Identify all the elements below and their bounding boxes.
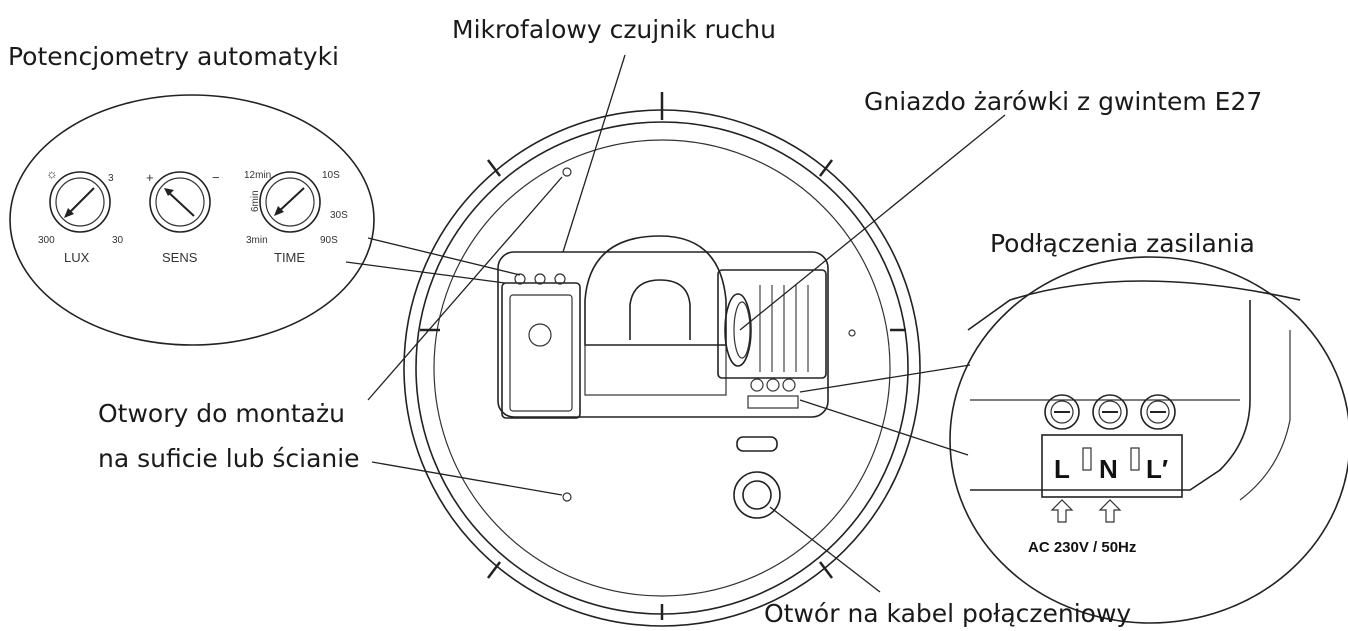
time-mid-left: 6min (250, 190, 261, 212)
lux-min: 300 (38, 235, 55, 246)
terminal-l-prime: L′ (1146, 454, 1168, 484)
sun-icon: ☼ (46, 166, 58, 181)
potentiometer-zoom: ☼ 3 300 30 LUX + − SENS 12min 10S 6min 3… (9, 94, 375, 346)
time-mid-right: 30S (330, 210, 348, 221)
sensor-dot (528, 323, 552, 347)
sens-minus: − (212, 170, 220, 185)
potentiometer-box (501, 282, 581, 419)
supply-label: AC 230V / 50Hz (1028, 539, 1136, 556)
time-label: TIME (274, 250, 305, 265)
socket-block (717, 269, 827, 379)
terminal-l: L (1054, 454, 1070, 484)
label-cable-hole: Otwór na kabel połączeniowy (764, 599, 1131, 628)
label-potentiometers: Potencjometry automatyki (8, 42, 339, 71)
leader-lines (345, 54, 1006, 593)
sens-knob: + − SENS (146, 170, 220, 265)
terminal-screws-small (747, 378, 799, 409)
terminal-block (1041, 434, 1183, 498)
sensor-arch-inner (629, 279, 691, 340)
time-top-left: 12min (244, 170, 271, 181)
outer-ring-inner (415, 121, 909, 615)
lux-label: LUX (64, 250, 90, 265)
time-knob: 12min 10S 6min 30S 3min 90S TIME (244, 170, 348, 265)
terminal-screws (1044, 394, 1176, 430)
label-power-connections: Podłączenia zasilania (990, 229, 1255, 258)
time-bottom-right: 90S (320, 235, 338, 246)
e27-thread (724, 293, 752, 367)
terminal-n: N (1099, 454, 1118, 484)
mounting-hole-bottom (562, 492, 572, 502)
zoom-ellipse-right (949, 256, 1348, 624)
zoom-ellipse-left (9, 94, 375, 346)
socket-fins (759, 285, 809, 372)
box-knobs (514, 273, 566, 285)
outer-ring (403, 109, 921, 627)
label-mounting-holes-2: na suficie lub ścianie (98, 444, 360, 473)
lux-top-right: 3 (108, 173, 114, 184)
time-bottom-left: 3min (246, 235, 268, 246)
label-mounting-holes-1: Otwory do montażu (98, 399, 345, 428)
label-microwave-sensor: Mikrofalowy czujnik ruchu (452, 15, 776, 44)
cable-clamp (736, 436, 778, 452)
cable-hole (733, 471, 781, 519)
lux-knob: ☼ 3 300 30 LUX (38, 166, 124, 265)
inner-ring (433, 139, 891, 597)
rim-ticks (420, 92, 906, 620)
housing-plate (497, 251, 829, 418)
lux-max: 30 (112, 235, 124, 246)
label-bulb-socket: Gniazdo żarówki z gwintem E27 (864, 87, 1262, 116)
up-arrow-icon (1050, 499, 1122, 523)
mounting-hole-top (562, 167, 572, 177)
lamp-body (403, 92, 921, 627)
time-top-right: 10S (322, 170, 340, 181)
power-zoom: L N L′ AC 230V / 50Hz (949, 256, 1348, 624)
sens-label: SENS (162, 250, 198, 265)
sensor-arch (584, 235, 727, 346)
sens-plus: + (146, 170, 154, 185)
